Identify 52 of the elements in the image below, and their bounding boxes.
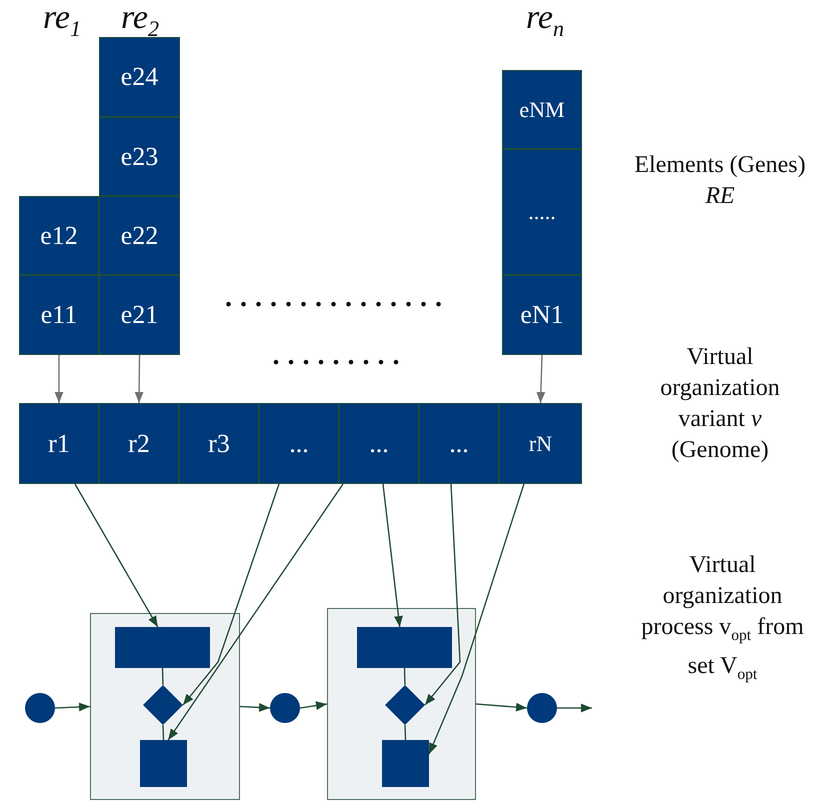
gene-cell: e22	[99, 196, 180, 275]
arrow	[182, 484, 280, 706]
arrow	[536, 354, 546, 404]
decision-diamond	[142, 684, 182, 724]
gene-cell: e21	[99, 275, 180, 355]
arrow	[382, 484, 403, 628]
process-frame	[90, 613, 240, 800]
genome-cell: r3	[179, 403, 259, 484]
connector-line	[404, 724, 406, 740]
gene-cell: e12	[19, 196, 99, 275]
genome-cell: ...	[259, 403, 339, 484]
gene-cell: .....	[502, 149, 582, 275]
gene-cell: e23	[99, 117, 180, 196]
arrow	[428, 484, 525, 754]
genome-cell: ...	[419, 403, 499, 484]
arrow	[168, 484, 344, 740]
arrow	[557, 704, 592, 712]
connector-line	[162, 668, 164, 686]
circle-node	[270, 693, 300, 723]
arrow	[74, 484, 158, 628]
gene-cell: eNM	[502, 70, 582, 149]
decision-diamond	[384, 684, 424, 724]
connector-line	[162, 724, 164, 740]
ellipsis-dots: ...............	[224, 282, 451, 313]
activity-box	[140, 740, 186, 786]
activity-box	[382, 740, 428, 786]
column-header: re$_{1}$	[42, 2, 82, 43]
row-description: Elements (Genes) RE	[633, 151, 807, 211]
genome-cell: rN	[499, 403, 582, 484]
gene-cell: e24	[99, 37, 180, 117]
arrow	[54, 355, 64, 403]
genome-cell: r1	[19, 403, 99, 484]
arrow	[54, 702, 90, 712]
gene-cell: eN1	[502, 275, 582, 355]
process-frame	[327, 608, 476, 800]
gene-cell: e11	[19, 275, 99, 355]
activity-box	[356, 626, 452, 668]
arrow	[240, 703, 270, 712]
row-description: Virtual organization process v$_{opt}$ from set V$_{opt}$	[640, 551, 805, 685]
genome-cell: ...	[339, 403, 419, 484]
arrow	[134, 355, 144, 403]
arrow	[300, 701, 328, 710]
ellipsis-dots: .........	[272, 340, 408, 371]
arrow	[424, 484, 461, 706]
activity-box	[114, 626, 210, 668]
circle-node	[527, 693, 557, 723]
row-description: Virtual organization variant v (Genome)	[659, 343, 781, 465]
circle-node	[25, 693, 55, 723]
column-header: re$_{n}$	[524, 2, 566, 43]
genome-cell: r2	[99, 403, 179, 484]
arrow	[476, 702, 528, 712]
connector-line	[404, 668, 406, 686]
